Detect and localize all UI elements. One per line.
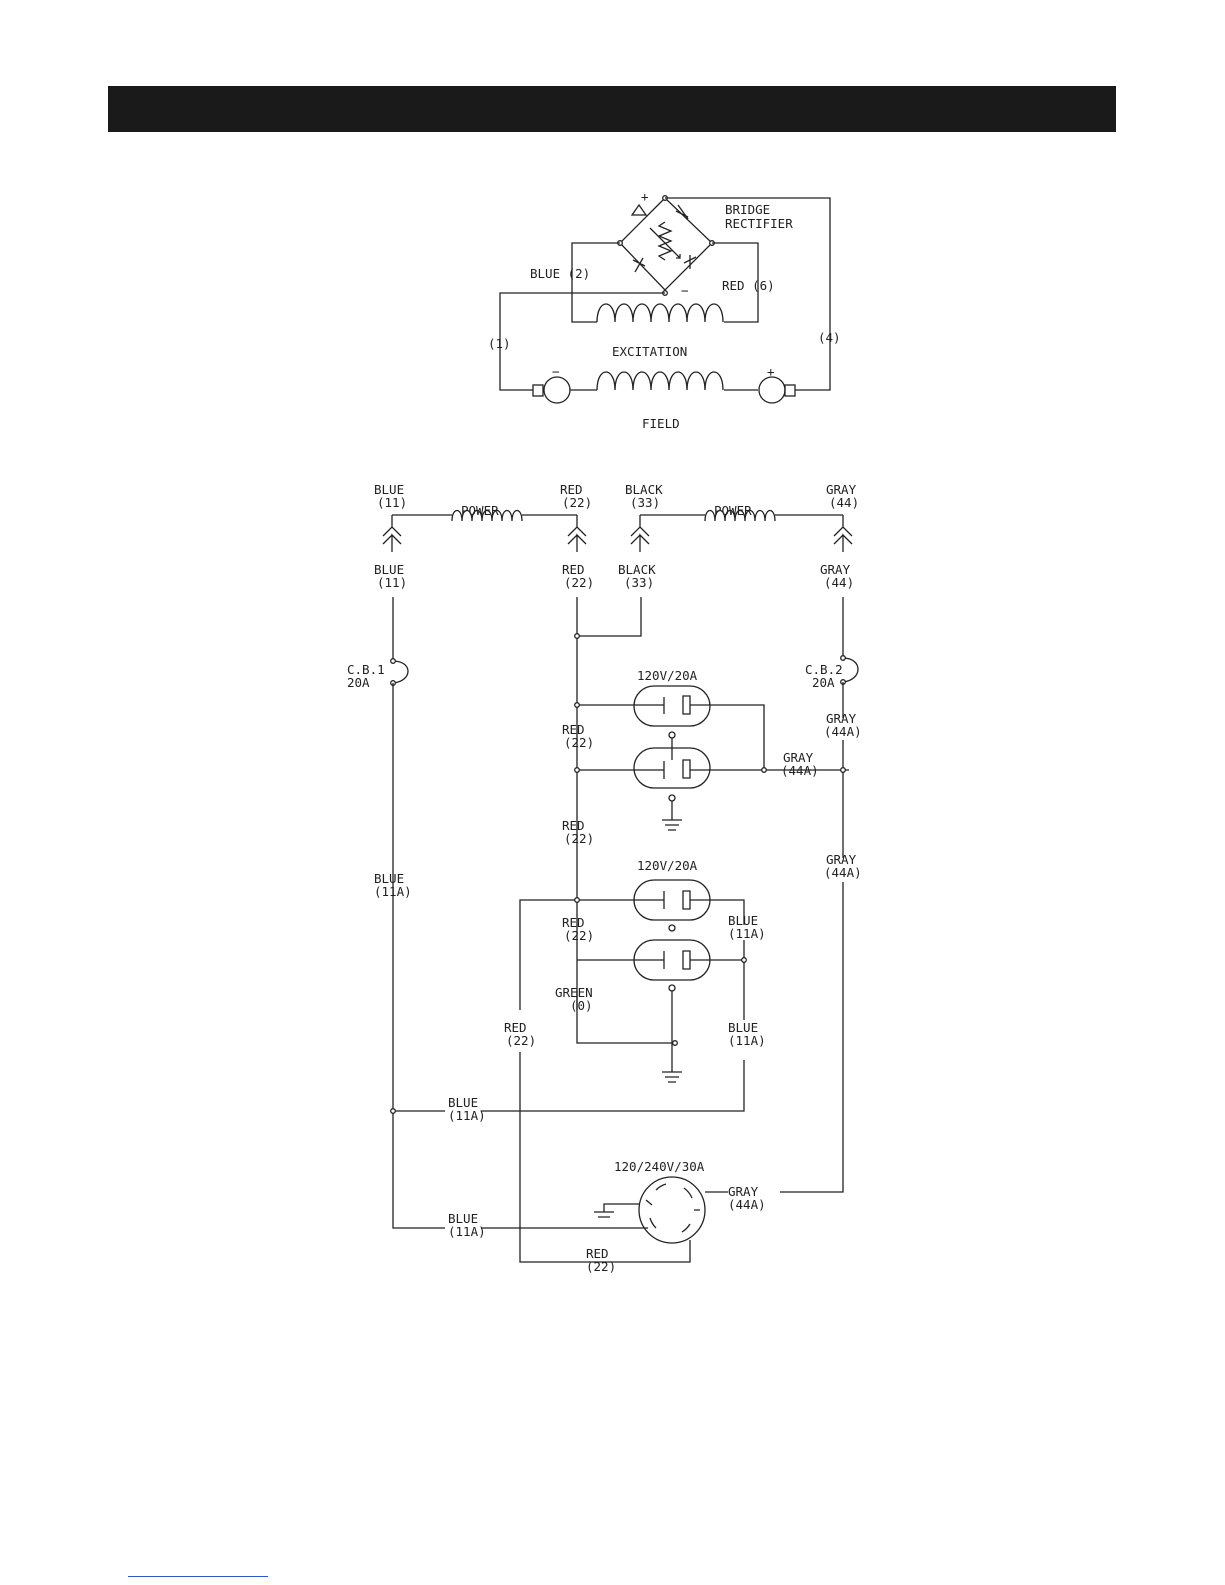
wire-label-minus: − [681,283,689,298]
wire-label-n22: (22) [564,928,594,943]
wire-label-excitation: EXCITATION [612,344,687,359]
wire-label-cb2: C.B.2 [805,662,843,677]
wire-label-red: RED [562,562,585,577]
wire-label-gray: GRAY [826,711,857,726]
wire-label-black: BLACK [625,482,663,497]
wire-label-gray: GRAY [783,750,814,765]
outlet-240v-twist-lock: 120/240V/30A GRAY (44A) RED (22) [586,1159,766,1274]
wire-label-blue2: BLUE (2) [530,266,590,281]
wire-label-n11: (11) [377,495,407,510]
wire-label-red: RED [586,1246,609,1261]
wire-label-n44a: (44A) [824,865,862,880]
wire-label-n0: (0) [570,998,593,1013]
wire-label-n44: (44) [829,495,859,510]
wire-label-n44a: (44A) [824,724,862,739]
wire-label-n22: (22) [564,831,594,846]
outlet-120v-upper: 120V/20A [633,668,849,831]
wire-label-gray: GRAY [826,482,857,497]
wire-label-red: RED [504,1020,527,1035]
wire-label-n22: (22) [562,495,592,510]
wire-label-n33: (33) [630,495,660,510]
wire-label-field: FIELD [642,416,680,431]
wire-label-blue: BLUE [374,562,404,577]
wire-label-n22: (22) [586,1259,616,1274]
brush-negative [543,376,571,404]
outlet-wiring: C.B.1 20A BLUE (11A) RED (22) RED (22) R… [347,597,862,1274]
wire-label-w4: (4) [818,330,841,345]
wire-label-n11a: (11A) [448,1224,486,1239]
wire-label-amp20: 20A [347,675,370,690]
wire-label-w1: (1) [488,336,511,351]
field-coil [596,371,724,391]
wire-label-red: RED [562,915,585,930]
bridge-rectifier [619,197,713,291]
wire-label-bridge2: RECTIFIER [725,216,793,231]
wire-label-blue: BLUE [728,913,758,928]
wire-label-red6: RED (6) [722,278,775,293]
power-windings: BLUE (11) RED (22) BLACK (33) GRAY (44) … [374,482,859,590]
wire-label-n44a: (44A) [728,1197,766,1212]
wire-label-green: GREEN [555,985,593,1000]
wire-label-minus: − [552,364,560,379]
wire-label-n11: (11) [377,575,407,590]
brush-positive [758,376,786,404]
header-bar [108,86,1116,132]
wire-label-n11a: (11A) [728,1033,766,1048]
wire-label-red: RED [562,722,585,737]
wire-label-blue: BLUE [728,1020,758,1035]
wire-label-red: RED [560,482,583,497]
wire-label-blue: BLUE [374,482,404,497]
wire-label-plus: + [767,364,775,379]
wire-label-n11a: (11A) [728,926,766,941]
excitation-circuit: BRIDGE RECTIFIER + − BLUE (2) RED (6) (1… [488,189,841,431]
wire-label-gray: GRAY [820,562,851,577]
wire-label-blue: BLUE [374,871,404,886]
wire-label-gray: GRAY [826,852,857,867]
wire-label-blue: BLUE [448,1095,478,1110]
wire-label-n33: (33) [624,575,654,590]
footer-link-line [128,1576,268,1577]
wire-label-blue: BLUE [448,1211,478,1226]
wire-label-n11a: (11A) [374,884,412,899]
wire-label-n22: (22) [564,735,594,750]
excitation-coil [596,303,724,323]
wire-label-rating120: 120V/20A [637,858,698,873]
wire-label-n22: (22) [506,1033,536,1048]
wire-label-rating240: 120/240V/30A [614,1159,705,1174]
wire-label-gray: GRAY [728,1184,759,1199]
wire-label-bridge1: BRIDGE [725,202,770,217]
wire-label-n22: (22) [564,575,594,590]
wire-label-red: RED [562,818,585,833]
wire-label-n44a: (44A) [781,763,819,778]
wire-label-rating120: 120V/20A [637,668,698,683]
wire-label-black: BLACK [618,562,656,577]
outlet-120v-lower: 120V/20A BLUE (11A) BLUE (11A) [633,858,766,1083]
wire-label-n44: (44) [824,575,854,590]
wire-label-plus: + [641,189,649,204]
wire-label-amp20: 20A [812,675,835,690]
wire-label-cb1: C.B.1 [347,662,385,677]
wire-label-n11a: (11A) [448,1108,486,1123]
